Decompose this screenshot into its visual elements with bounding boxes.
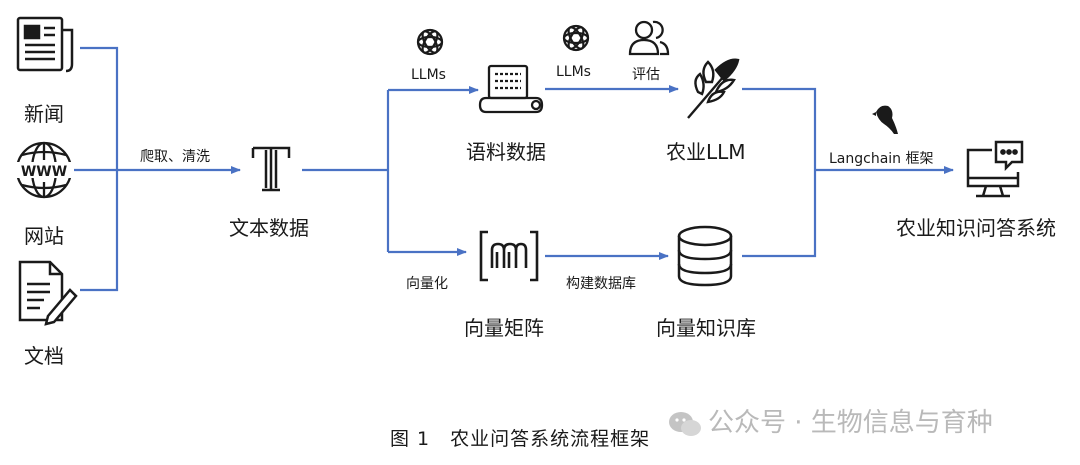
connector-lines [72,46,954,292]
llms-label-1: LLMs [411,67,446,83]
database-icon [677,225,733,287]
wheat-icon [687,58,740,119]
watermark-text: 公众号 · 生物信息与育种 [708,408,993,438]
text-data-label: 文本数据 [229,216,309,240]
people-icon [628,20,670,56]
vectorize-label: 向量化 [406,276,448,292]
computer-chat-icon [966,140,1024,198]
watermark: 公众号 · 生物信息与育种 [668,402,993,439]
wechat-icon [669,411,701,436]
crawl-clean-label: 爬取、清洗 [140,149,210,165]
source-document-label: 文档 [24,344,64,368]
globe-www-icon [14,141,74,199]
www-glyph: WWW [21,164,67,180]
build-db-label: 构建数据库 [566,276,636,292]
parrot-icon [872,105,898,134]
qa-system-label: 农业知识问答系统 [896,216,1056,240]
figure-caption: 图 1 农业问答系统流程框架 [390,428,651,450]
source-website-label: 网站 [24,224,64,248]
text-type-icon [251,146,291,192]
scroll-icon [478,64,544,114]
source-news-label: 新闻 [24,102,64,126]
openai-icon [416,28,444,56]
newspaper-icon [16,16,74,73]
langchain-label: Langchain 框架 [829,151,934,167]
evaluate-label: 评估 [632,67,660,83]
llms-label-2: LLMs [556,64,591,80]
document-pen-icon [18,260,78,326]
corpus-data-label: 语料数据 [466,140,546,164]
matrix-icon [479,230,539,282]
vector-kb-label: 向量知识库 [656,316,756,340]
openai-icon [562,24,590,52]
agri-llm-label: 农业LLM [666,140,746,164]
vector-matrix-label: 向量矩阵 [464,316,544,340]
